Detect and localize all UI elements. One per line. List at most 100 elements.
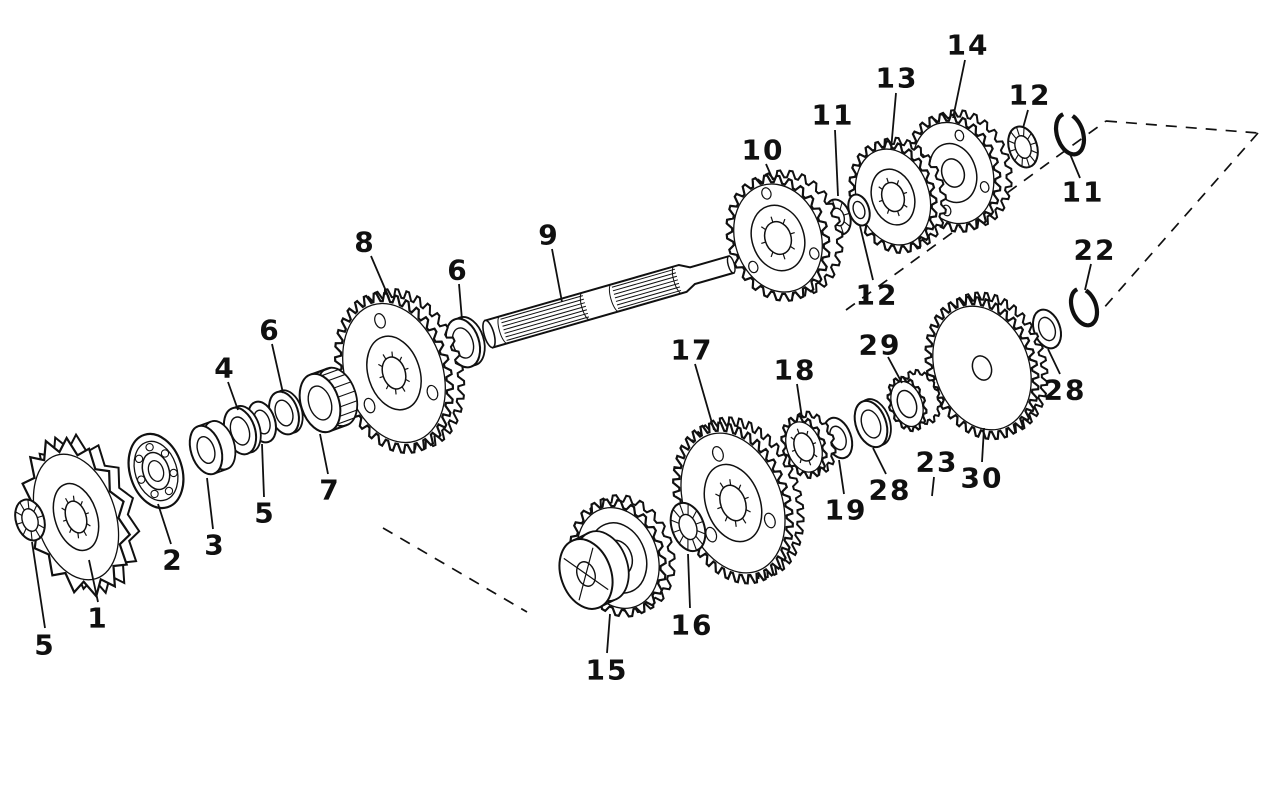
part-bushing-12a [847,193,871,227]
part-gear-8 [333,288,466,454]
cylinder-front [298,372,342,434]
leader-line-19 [838,459,845,495]
bearing-race-3 [147,459,165,483]
lightening-hole [954,129,965,142]
gear-root-circle [733,183,823,293]
spline-tick [35,529,41,538]
gear-bore [940,158,966,188]
part-label-30: 30 [961,462,1004,495]
cylinder-bore [307,385,333,421]
shaft-spline-line [611,268,676,288]
part-gear-30 [924,291,1049,441]
shaft-spline-line [615,282,680,302]
leader-line-3 [206,477,214,530]
lightening-hole [748,260,759,274]
part-label-18: 18 [774,354,817,387]
bore-spline [382,354,387,360]
bore-spline [717,506,722,510]
shaft-spline-line [614,279,679,299]
spline-tick [839,202,843,210]
part-label-13: 13 [876,62,919,95]
shaft-spline-line [500,295,583,320]
bearing-ball [160,449,170,458]
part-label-4: 4 [214,352,235,385]
bore-spline [791,449,796,452]
bearing-face [127,432,185,510]
spline-tick [1015,126,1020,137]
part-label-19: 19 [825,494,868,527]
bore-spline [806,430,809,436]
leader-line-14 [952,59,966,119]
gear-bore [896,389,918,419]
bore-spline [378,363,383,368]
spline-tick [22,528,27,536]
lightening-hole [763,512,776,529]
leader-line-12 [1022,109,1029,129]
bore-spline [719,482,724,489]
shaft-body [482,254,736,349]
bore-spline [903,204,908,208]
shaft-spline-line [504,309,588,334]
lightening-hole [374,313,386,329]
roller-hatch [337,390,356,398]
part-circlip-22 [1068,287,1100,328]
shaft-section-edge [497,315,508,344]
leader-line-11 [1069,153,1081,179]
spline-tick [687,538,689,551]
bore-spline [72,495,75,502]
bore-spline [896,180,900,185]
roller-hatch [314,367,333,375]
lightening-hole [363,397,376,414]
bore-spline [744,496,749,500]
part-label-5: 5 [34,629,55,662]
roller-hatch [339,400,358,408]
spline-tick [1030,149,1038,154]
cylinder-front [188,424,224,476]
part-ball-bearing-2 [127,432,185,510]
part-drive-sprocket-1 [21,432,141,599]
ring-inner [1037,316,1057,342]
bore-spline [782,253,786,260]
bore-spline [729,479,732,486]
bore-spline [878,186,883,190]
bore-spline [85,512,90,515]
spline-tick [1021,157,1023,167]
gear-bore [971,355,993,381]
bore-spline [886,177,889,184]
bore-spline [738,484,742,490]
cylinder-bore [196,435,216,465]
lightening-hole [711,446,724,462]
shaft-spline-line [617,289,682,309]
bearing-ball [145,442,154,452]
gear-face [848,140,938,254]
bore-spline [770,251,774,258]
shaft-spline-line [501,298,585,324]
bore-spline [724,516,728,522]
ring-face [1007,125,1039,169]
lightening-hole [809,247,820,260]
bore-spline [903,191,908,195]
bore-spline [391,351,394,358]
roller-hatch [333,381,352,389]
part-label-12: 12 [856,279,899,312]
dog-slot [578,547,594,601]
part-label-29: 29 [859,329,902,362]
bore-spline [812,442,817,445]
leader-line-10 [765,163,774,181]
spline-tick [1009,148,1016,152]
part-label-28: 28 [869,474,912,507]
leader-line-23 [931,476,935,497]
shaft-section-edge [671,265,682,294]
bore-spline [83,530,87,537]
leader-line-2 [157,503,172,545]
spline-tick [695,521,704,525]
gear-face [21,435,132,599]
part-dog-gear-18 [780,410,837,480]
gear-face [725,174,831,302]
leader-line-7 [319,433,329,475]
part-gear-13 [848,136,947,254]
part-label-11: 11 [812,99,855,132]
ring-face [847,193,871,227]
shaft-spline-line [503,305,587,331]
